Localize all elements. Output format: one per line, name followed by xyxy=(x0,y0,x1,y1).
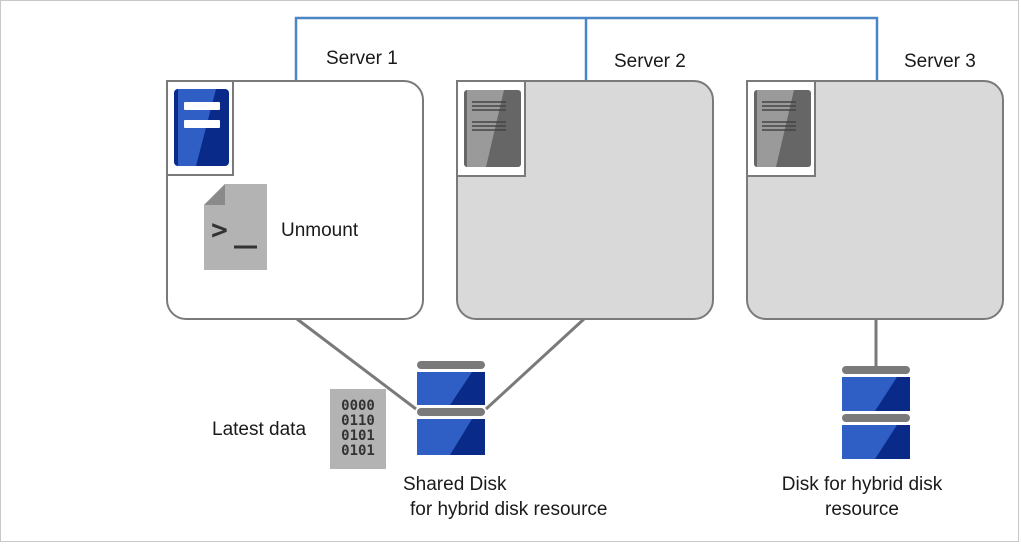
standby-server-icon xyxy=(456,80,526,177)
disk-links xyxy=(296,317,878,411)
server-3-label: Server 3 xyxy=(904,51,976,72)
data-bits-row: 0110 xyxy=(341,413,375,429)
hybrid-disk-label-line1: Disk for hybrid disk xyxy=(781,474,943,495)
latest-data-label: Latest data xyxy=(212,419,307,440)
active-server-icon xyxy=(166,80,234,176)
shared-disk-icon xyxy=(417,361,485,455)
shared-disk-label-line1: Shared Disk xyxy=(403,474,507,495)
server-2-label: Server 2 xyxy=(614,51,686,72)
network-line xyxy=(294,16,879,80)
shared-disk-label-line2: for hybrid disk resource xyxy=(410,499,608,520)
data-bits-row: 0101 xyxy=(341,428,375,444)
standby-server-icon xyxy=(746,80,816,177)
script-label: Unmount xyxy=(281,220,359,241)
server-1-label: Server 1 xyxy=(326,48,398,69)
svg-text:>: > xyxy=(211,213,228,246)
hybrid-disk-label-line2: resource xyxy=(825,499,899,520)
binary-data-icon: 0000 0110 0101 0101 xyxy=(330,389,386,469)
hybrid-disk-icon xyxy=(842,366,910,459)
server-2-box xyxy=(456,80,714,320)
data-bits-row: 0000 xyxy=(341,398,375,414)
terminal-script-icon: > xyxy=(204,184,267,270)
data-bits-row: 0101 xyxy=(341,443,375,459)
